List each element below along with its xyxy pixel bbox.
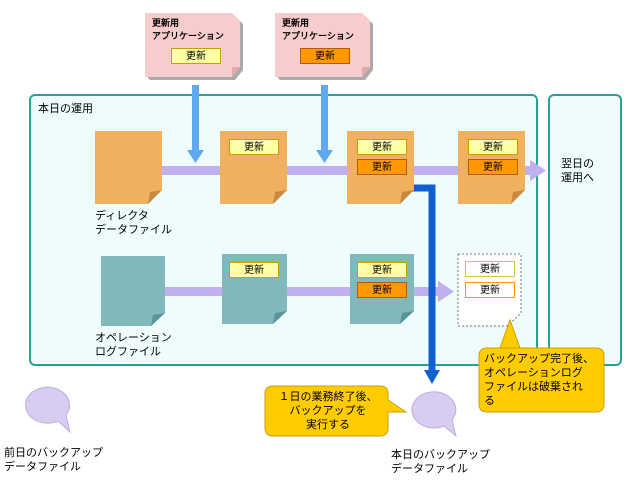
directory-file-label: ディレクタ データファイル: [95, 209, 172, 236]
next-day-panel: [548, 94, 622, 366]
directory-flow-arrow-head: [530, 160, 546, 181]
oplog-flow-arrow-head: [438, 281, 454, 302]
callout-backup-text: １日の業務終了後、 バックアップを 実行する: [278, 390, 378, 431]
app1-down-arrow-head: [187, 150, 204, 163]
log4-update-badge-2: 更新: [465, 282, 515, 298]
app1-update-badge: 更新: [171, 48, 221, 64]
app2-down-arrow-head: [316, 150, 333, 163]
next-day-label: 翌日の 運用へ: [561, 157, 594, 184]
dir3-update-badge-2: 更新: [357, 159, 407, 175]
oplog-file-label: オペレーション ログファイル: [95, 331, 172, 358]
today-operation-title: 本日の運用: [38, 102, 93, 115]
directory-flow-arrow: [160, 166, 532, 175]
oplog-flow-arrow: [160, 287, 440, 296]
dir4-update-badge-1: 更新: [468, 139, 518, 155]
prev-backup-label: 前日のバックアップ データファイル: [4, 446, 103, 473]
backup-arrow-head: [424, 370, 440, 384]
app1-down-arrow: [192, 85, 199, 151]
dir3-update-badge-1: 更新: [357, 139, 407, 155]
callout-backup: [264, 385, 408, 437]
log3-update-badge-2: 更新: [357, 282, 407, 298]
app2-update-badge: 更新: [300, 48, 350, 64]
oplog-file: [101, 256, 165, 326]
callout-discard: [478, 318, 605, 413]
log2-update-badge: 更新: [229, 262, 279, 278]
app2-down-arrow: [321, 85, 328, 151]
log4-update-badge-1: 更新: [465, 261, 515, 277]
prev-backup-disk: [25, 386, 71, 434]
dir4-update-badge-2: 更新: [468, 159, 518, 175]
callout-discard-text: バックアップ完了後、 オペレーションログ ファイルは破棄され る: [484, 352, 594, 407]
directory-data-file: [95, 131, 162, 204]
today-backup-disk: [411, 391, 457, 438]
log3-update-badge-1: 更新: [357, 262, 407, 278]
dir2-update-badge: 更新: [229, 139, 279, 155]
today-backup-label: 本日のバックアップ データファイル: [391, 448, 490, 475]
app1-title: 更新用 アプリケーション: [152, 19, 224, 42]
backup-arrow: [412, 184, 436, 372]
app2-title: 更新用 アプリケーション: [282, 19, 354, 42]
